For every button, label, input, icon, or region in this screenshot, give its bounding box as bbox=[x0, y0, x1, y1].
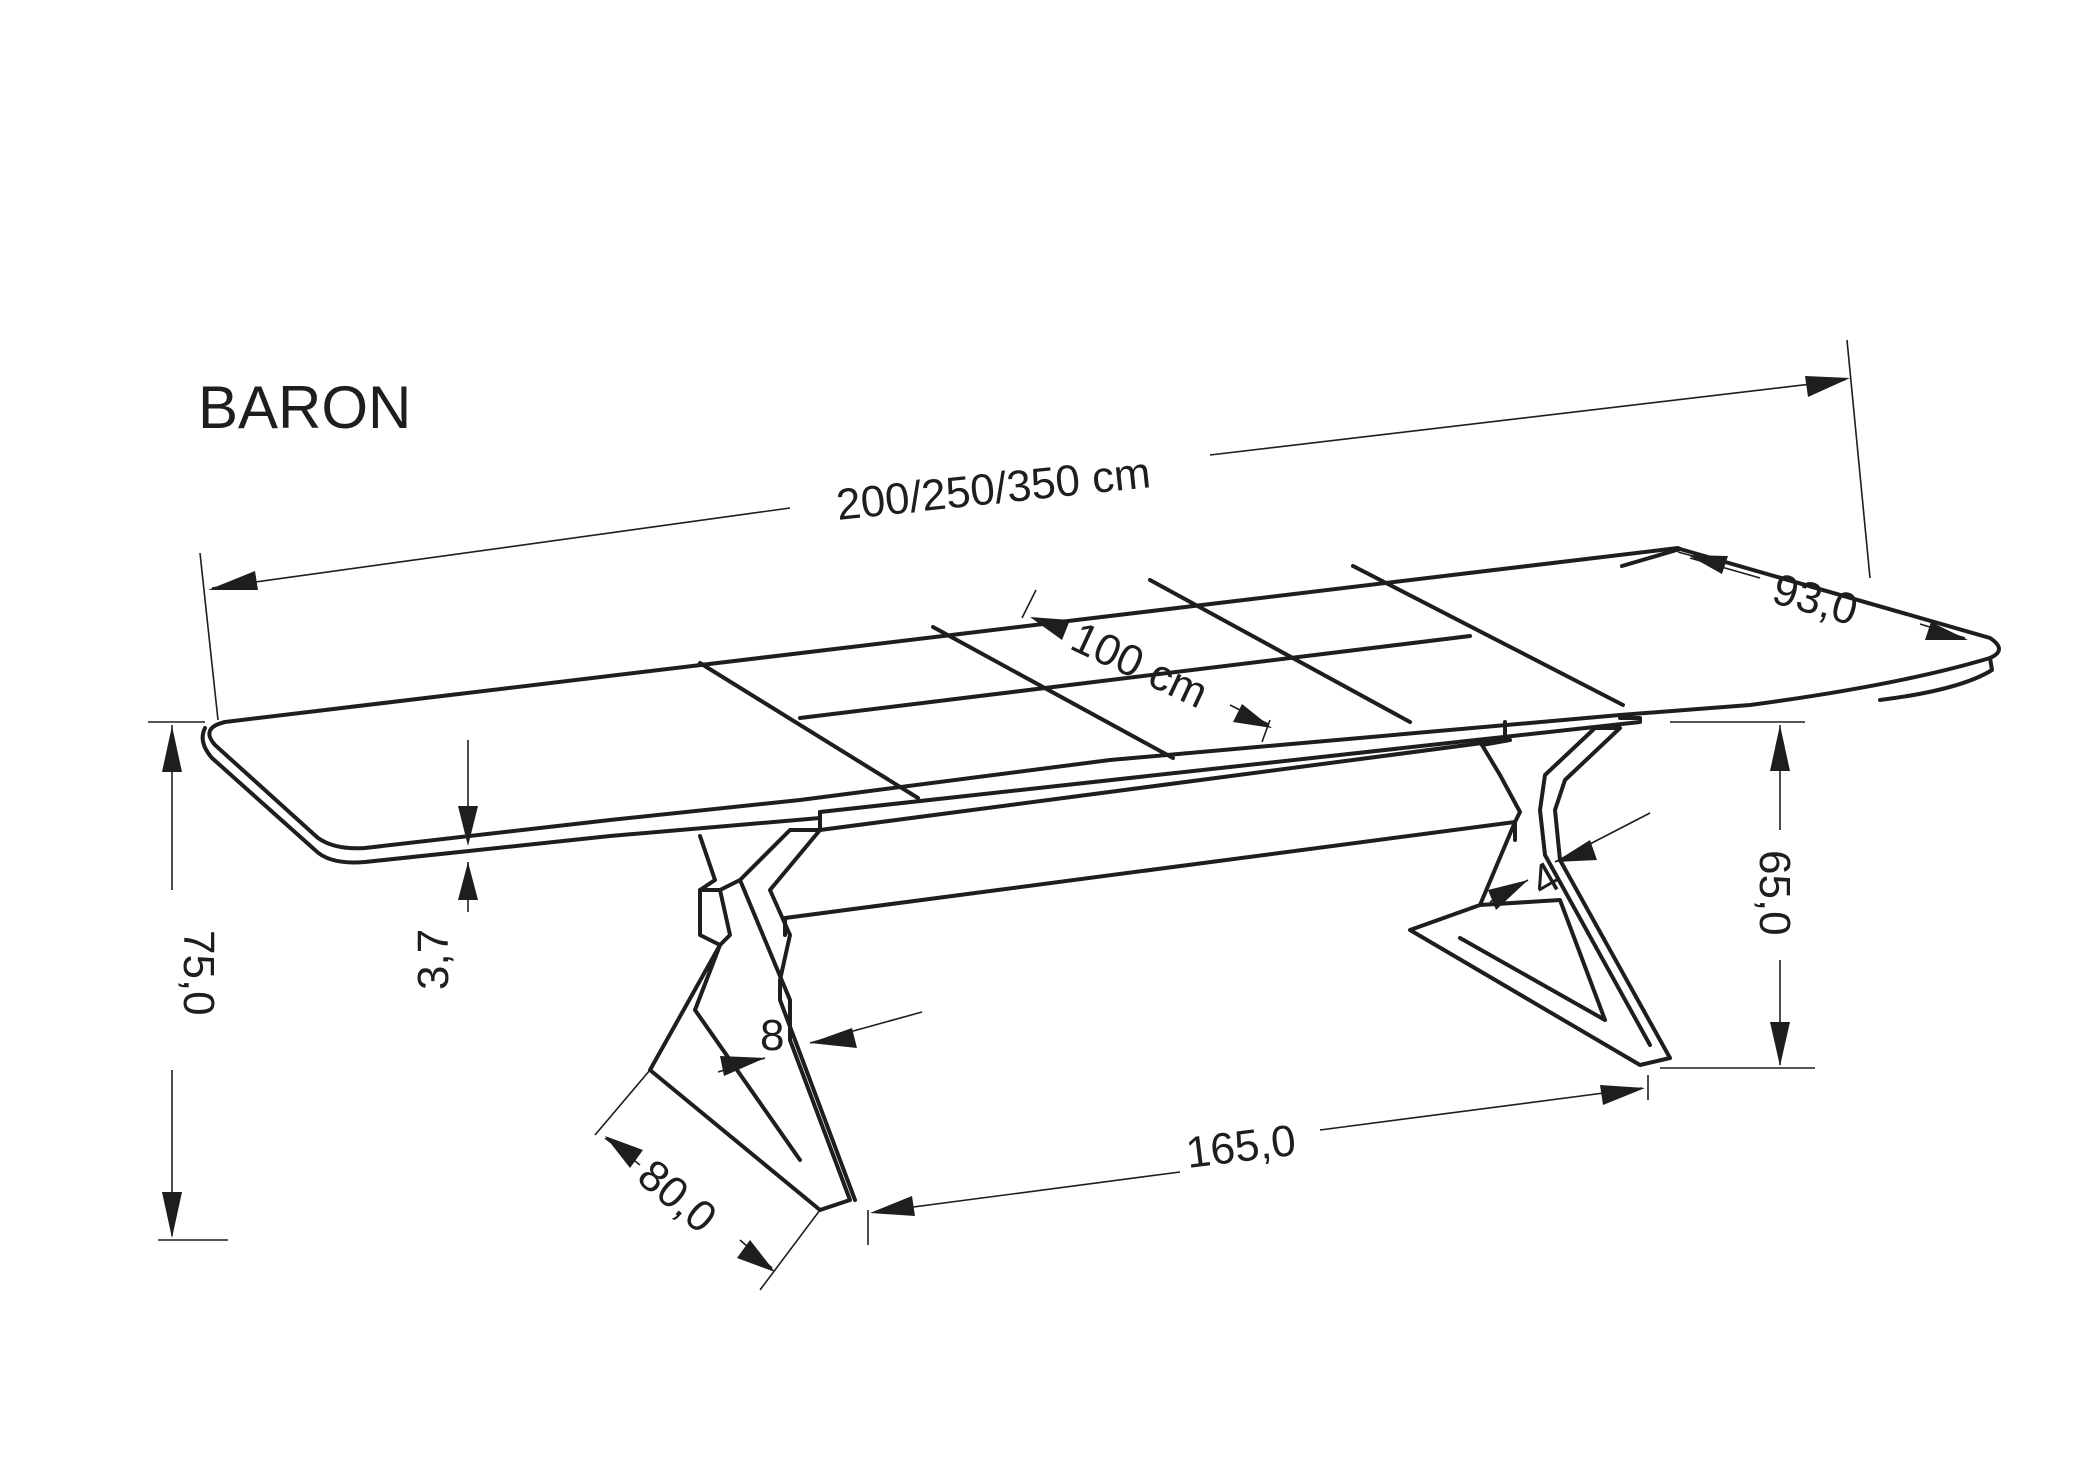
dimension-leg-profile-a: 8 bbox=[717, 1011, 923, 1076]
product-title: BARON bbox=[198, 374, 411, 441]
leg-span-label: 165,0 bbox=[1183, 1116, 1298, 1178]
dimension-depth: 93,0 bbox=[1677, 551, 1968, 640]
depth-label: 93,0 bbox=[1767, 565, 1863, 636]
top-thickness-label: 3,7 bbox=[409, 929, 458, 990]
dimension-length: 200/250/350 cm bbox=[199, 339, 1871, 721]
dimension-leg-span: 165,0 bbox=[867, 1075, 1649, 1245]
dimension-frame-height: 65,0 bbox=[1660, 721, 1815, 1069]
dimension-height: 75,0 bbox=[148, 721, 228, 1241]
left-leg bbox=[648, 828, 857, 1212]
leaf-label: 100 cm bbox=[1064, 613, 1215, 718]
leg-profile-a-label: 8 bbox=[760, 1011, 784, 1060]
leg-depth-label: 80,0 bbox=[629, 1150, 726, 1243]
height-label: 75,0 bbox=[174, 930, 223, 1016]
frame-height-label: 65,0 bbox=[1750, 850, 1799, 936]
dimension-top-thickness: 3,7 bbox=[409, 740, 478, 990]
table-top bbox=[200, 546, 2001, 937]
length-label: 200/250/350 cm bbox=[834, 448, 1153, 530]
